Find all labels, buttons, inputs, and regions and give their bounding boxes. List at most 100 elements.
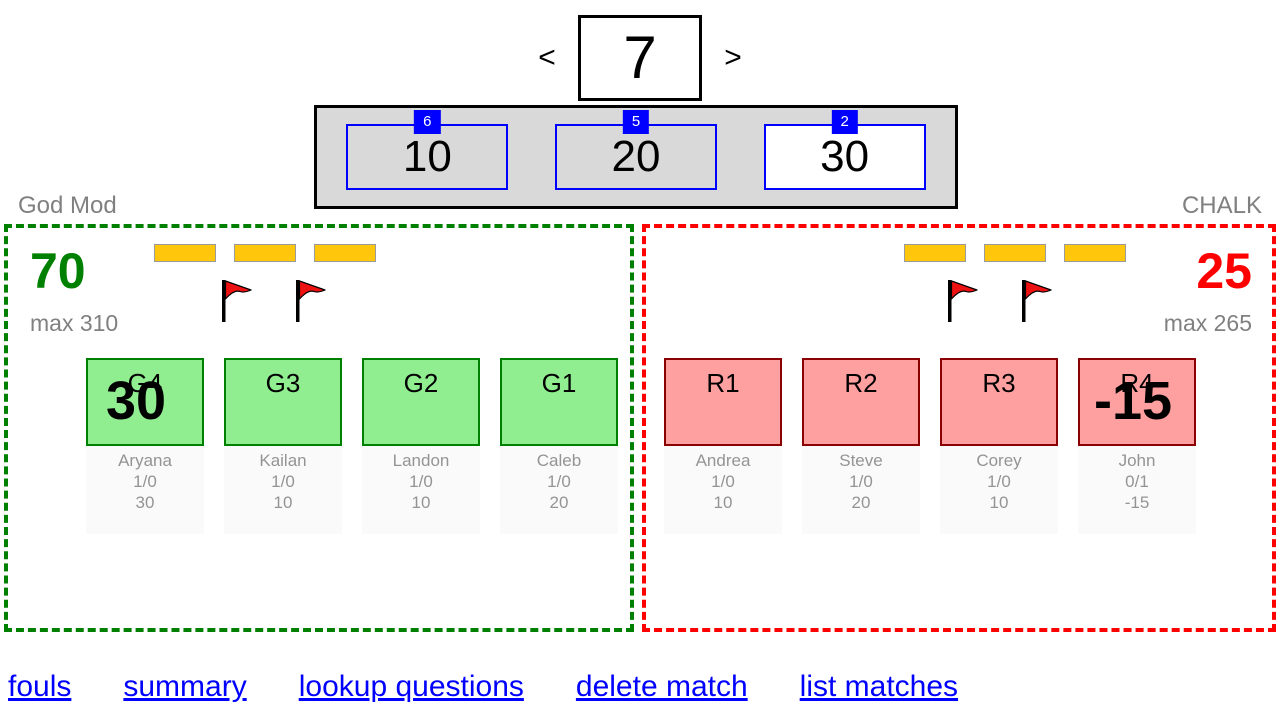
question-count-badge: 6 <box>414 110 441 134</box>
player-stats: Aryana 1/0 30 <box>86 446 204 534</box>
next-round-button[interactable]: > <box>724 41 742 74</box>
player-points: 10 <box>713 493 733 512</box>
team-name-right: CHALK <box>1181 192 1262 219</box>
yellow-cards-right <box>904 244 1126 262</box>
player-stats: Kailan 1/0 10 <box>224 446 342 534</box>
player-name: Kailan <box>259 451 307 470</box>
player-record: 1/0 <box>409 472 433 491</box>
player-slot-button[interactable]: G3 <box>224 358 342 446</box>
flags-left <box>220 278 328 322</box>
player-stats: Corey 1/0 10 <box>940 446 1058 534</box>
prev-round-button[interactable]: < <box>538 41 556 74</box>
team-max-right: max 265 <box>1163 310 1252 336</box>
question-value-label: 20 <box>611 132 661 181</box>
question-value-label: 30 <box>820 132 870 181</box>
player-record: 1/0 <box>987 472 1011 491</box>
yellow-card-icon <box>1064 244 1126 262</box>
player-record: 1/0 <box>271 472 295 491</box>
round-selector: < 7 > <box>0 12 1280 104</box>
player-stats: Steve 1/0 20 <box>802 446 920 534</box>
player-points: 30 <box>135 493 155 512</box>
footer-link-lookup-questions[interactable]: lookup questions <box>298 670 524 703</box>
player-record: 1/0 <box>711 472 735 491</box>
player-record: 0/1 <box>1125 472 1149 491</box>
flags-right <box>946 278 1054 322</box>
player-name: John <box>1118 451 1156 470</box>
yellow-cards-left <box>154 244 376 262</box>
yellow-card-icon <box>154 244 216 262</box>
team-score-right: 25 <box>1196 243 1252 299</box>
question-value-label: 10 <box>402 132 452 181</box>
footer-link-summary[interactable]: summary <box>123 670 247 703</box>
player-points: -15 <box>1124 493 1150 512</box>
player-slot-label: G4 <box>127 368 163 398</box>
player-points: 10 <box>411 493 431 512</box>
player-name: Andrea <box>695 451 751 470</box>
red-flag-icon <box>220 278 254 322</box>
player-slot-label: R3 <box>982 368 1016 398</box>
footer-link-fouls[interactable]: fouls <box>8 670 72 703</box>
player-slot-label: R1 <box>706 368 740 398</box>
player-slot-button[interactable]: R4-15 <box>1078 358 1196 446</box>
player-slot-label: G1 <box>541 368 577 398</box>
yellow-card-icon <box>314 244 376 262</box>
footer-links: fouls summary lookup questions delete match… <box>8 672 958 702</box>
player-points: 10 <box>273 493 293 512</box>
red-flag-icon <box>946 278 980 322</box>
yellow-card-icon <box>234 244 296 262</box>
player-stats: Caleb 1/0 20 <box>500 446 618 534</box>
player-slot-button[interactable]: R1 <box>664 358 782 446</box>
current-round-display[interactable]: 7 <box>578 15 702 101</box>
question-count-badge: 2 <box>831 110 858 134</box>
player-points: 20 <box>549 493 569 512</box>
player-record: 1/0 <box>133 472 157 491</box>
player-slot-button[interactable]: R2 <box>802 358 920 446</box>
player-name: Aryana <box>118 451 172 470</box>
player-stats: Andrea 1/0 10 <box>664 446 782 534</box>
player-name: Caleb <box>536 451 582 470</box>
player-points: 20 <box>851 493 871 512</box>
footer-link-delete-match[interactable]: delete match <box>575 670 748 703</box>
player-slot-button[interactable]: R3 <box>940 358 1058 446</box>
player-record: 1/0 <box>547 472 571 491</box>
player-slot-label: R4 <box>1120 368 1154 398</box>
player-slot-label: G2 <box>403 368 439 398</box>
player-name: Corey <box>976 451 1022 470</box>
team-max-left: max 310 <box>30 310 119 336</box>
team-name-left: God Mod <box>18 192 117 219</box>
player-name: Landon <box>392 451 450 470</box>
player-points: 10 <box>989 493 1009 512</box>
player-slot-button[interactable]: G1 <box>500 358 618 446</box>
red-flag-icon <box>294 278 328 322</box>
player-stats: Landon 1/0 10 <box>362 446 480 534</box>
player-stats: John 0/1 -15 <box>1078 446 1196 534</box>
yellow-card-icon <box>904 244 966 262</box>
footer-link-list-matches[interactable]: list matches <box>799 670 959 703</box>
red-flag-icon <box>1020 278 1054 322</box>
player-slot-label: G3 <box>265 368 301 398</box>
question-count-badge: 5 <box>622 110 650 134</box>
yellow-card-icon <box>984 244 1046 262</box>
player-slot-label: R2 <box>844 368 878 398</box>
player-name: Steve <box>839 451 883 470</box>
player-record: 1/0 <box>849 472 873 491</box>
team-score-left: 70 <box>30 243 86 299</box>
player-slot-button[interactable]: G2 <box>362 358 480 446</box>
